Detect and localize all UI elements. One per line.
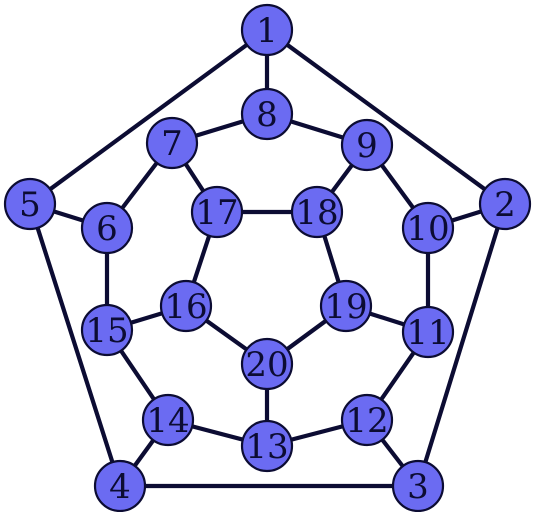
node-circle xyxy=(340,118,394,172)
node-label: 19 xyxy=(324,287,367,327)
node-10: 10 xyxy=(401,201,455,255)
node-14: 14 xyxy=(141,393,195,447)
node-circle xyxy=(190,185,244,239)
node-circle xyxy=(401,201,455,255)
node-circle xyxy=(290,185,344,239)
node-label: 20 xyxy=(245,345,288,385)
node-circle xyxy=(401,305,455,359)
node-label: 12 xyxy=(345,401,388,441)
node-circle xyxy=(340,393,394,447)
node-circle xyxy=(159,279,213,333)
node-circle xyxy=(240,3,294,57)
node-12: 12 xyxy=(340,393,394,447)
node-circle xyxy=(240,87,294,141)
node-label: 1 xyxy=(256,11,278,51)
node-label: 8 xyxy=(256,95,278,135)
node-18: 18 xyxy=(290,185,344,239)
node-15: 15 xyxy=(80,303,134,357)
node-label: 3 xyxy=(407,467,429,507)
node-circle xyxy=(319,279,373,333)
node-circle xyxy=(240,337,294,391)
node-3: 3 xyxy=(391,459,445,512)
node-label: 4 xyxy=(109,467,131,507)
node-19: 19 xyxy=(319,279,373,333)
edge-1-2 xyxy=(264,27,508,207)
node-label: 14 xyxy=(146,401,189,441)
node-label: 15 xyxy=(85,311,128,351)
node-label: 11 xyxy=(406,313,449,353)
node-circle xyxy=(80,303,134,357)
node-11: 11 xyxy=(401,305,455,359)
node-2: 2 xyxy=(478,177,532,231)
node-circle xyxy=(141,393,195,447)
node-20: 20 xyxy=(240,337,294,391)
node-label: 16 xyxy=(164,287,207,327)
node-circle xyxy=(3,177,57,231)
edge-4-5 xyxy=(27,201,123,489)
node-label: 9 xyxy=(356,126,378,166)
node-circle xyxy=(93,459,147,512)
node-label: 13 xyxy=(245,427,288,467)
node-7: 7 xyxy=(145,116,199,170)
node-circle xyxy=(478,177,532,231)
edge-2-3 xyxy=(415,201,508,489)
node-4: 4 xyxy=(93,459,147,512)
node-circle xyxy=(240,419,294,473)
node-6: 6 xyxy=(80,201,134,255)
node-label: 10 xyxy=(406,209,449,249)
node-16: 16 xyxy=(159,279,213,333)
node-label: 18 xyxy=(295,193,338,233)
node-label: 7 xyxy=(161,124,183,164)
edge-5-1 xyxy=(27,27,270,207)
node-8: 8 xyxy=(240,87,294,141)
node-label: 17 xyxy=(195,193,238,233)
node-9: 9 xyxy=(340,118,394,172)
node-5: 5 xyxy=(3,177,57,231)
node-label: 6 xyxy=(96,209,118,249)
node-circle xyxy=(80,201,134,255)
node-label: 5 xyxy=(19,185,41,225)
node-circle xyxy=(145,116,199,170)
node-13: 13 xyxy=(240,419,294,473)
node-17: 17 xyxy=(190,185,244,239)
node-circle xyxy=(391,459,445,512)
node-label: 2 xyxy=(494,185,516,225)
node-1: 1 xyxy=(240,3,294,57)
